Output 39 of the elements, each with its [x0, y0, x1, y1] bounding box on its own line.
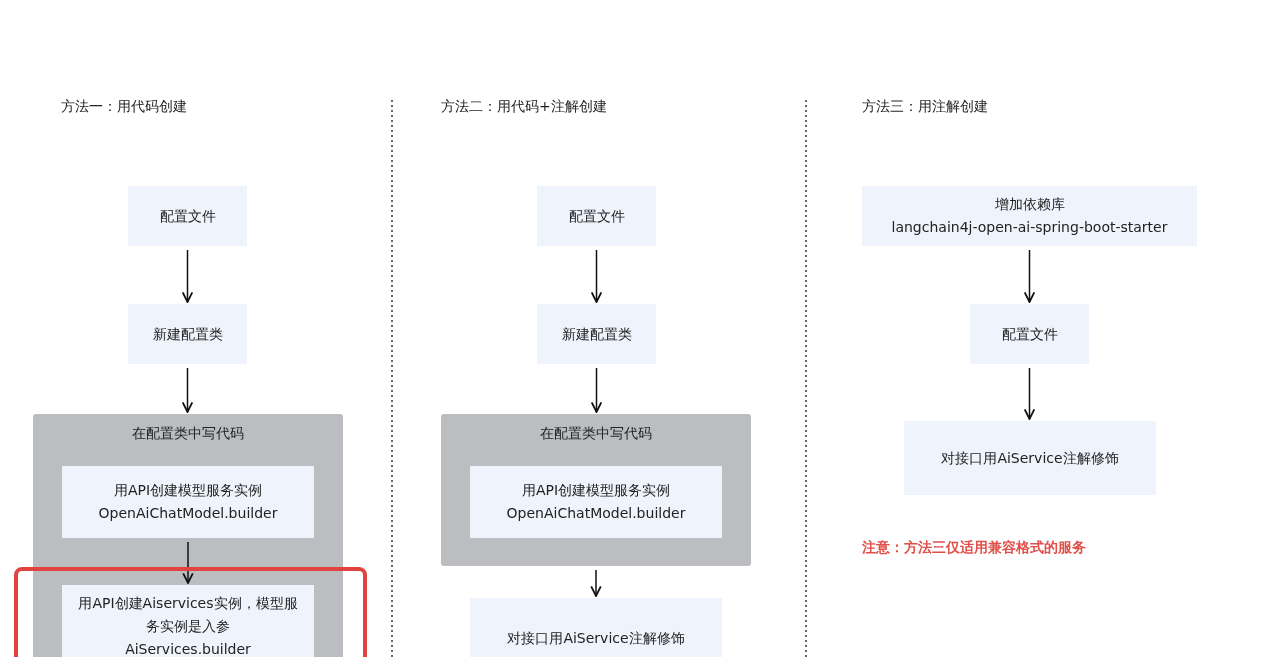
box-text: 用API创建Aiservices实例，模型服务实例是入参 [77, 593, 299, 636]
group-title: 在配置类中写代码 [131, 424, 245, 443]
group-title: 在配置类中写代码 [539, 424, 653, 443]
box-text: AiServices.builder [124, 639, 252, 657]
group-box [441, 414, 751, 566]
box-text: 新建配置类 [151, 324, 224, 344]
section-title: 方法三：用注解创建 [862, 98, 988, 116]
box-text: 新建配置类 [560, 324, 633, 344]
process-box [470, 466, 722, 538]
process-box [970, 304, 1089, 364]
arrow [182, 541, 194, 584]
section-title: 方法二：用代码+注解创建 [441, 98, 607, 116]
arrow [1023, 249, 1036, 303]
process-box [128, 304, 247, 364]
box-text: 配置文件 [567, 206, 626, 226]
arrow [590, 569, 602, 597]
box-text: 对接口用AiService注解修饰 [506, 628, 686, 648]
section-title: 方法一：用代码创建 [61, 98, 187, 116]
box-text: 配置文件 [158, 206, 217, 226]
arrow [1023, 367, 1036, 420]
process-box [62, 585, 314, 657]
box-text: 增加依赖库 [993, 195, 1066, 214]
note-text: 注意：方法三仅适用兼容格式的服务 [862, 539, 1086, 557]
arrow [590, 367, 603, 413]
box-text: langchain4j-open-ai-spring-boot-starter [890, 218, 1169, 237]
process-box [537, 304, 656, 364]
arrow [181, 249, 194, 303]
box-text: 对接口用AiService注解修饰 [940, 448, 1120, 468]
box-text: 配置文件 [1000, 324, 1059, 344]
box-text: OpenAiChatModel.builder [505, 504, 687, 523]
arrow [590, 249, 603, 303]
process-box [470, 598, 722, 657]
box-text: OpenAiChatModel.builder [97, 504, 279, 523]
box-text: 用API创建模型服务实例 [520, 481, 672, 500]
box-text: 用API创建模型服务实例 [112, 481, 264, 500]
group-box [33, 414, 343, 657]
process-box [62, 466, 314, 538]
arrow [181, 367, 194, 413]
process-box [904, 421, 1156, 495]
